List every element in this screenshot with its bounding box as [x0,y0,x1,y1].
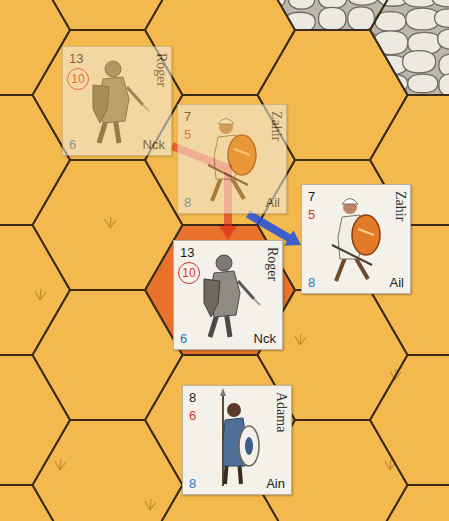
hex-cell [33,290,183,420]
hex-cell [370,355,449,485]
runner-figure [208,119,256,202]
unit-name: Roger [265,247,280,281]
defence-value: 5 [184,127,191,142]
hex-cell [370,0,449,95]
attack-value: 7 [308,189,315,204]
unit-type: Ail [266,195,280,210]
arrow-shaft [248,214,290,238]
defence-value: 5 [308,207,315,222]
hex-cell [33,420,183,521]
arrow-head [219,226,237,240]
unit-type: Ail [390,275,404,290]
unit-counter: 7 5 8 ZahirAil [177,104,287,214]
spear-figure [220,388,259,486]
movement-value: 6 [180,331,187,346]
hex-cell [33,30,183,160]
rock-terrain [250,0,449,120]
hex-cell [0,355,70,485]
defence-value: 6 [189,408,196,423]
movement-value: 8 [308,275,315,290]
hex-cell [258,30,408,160]
knight-figure [204,255,260,337]
movement-value: 8 [184,195,191,210]
target-hex [145,225,295,355]
hex-cell [0,95,70,225]
attack-value: 13 [180,245,194,260]
defence-value: 10 [67,68,89,90]
hex-cell [370,485,449,521]
hex-cell [0,225,70,355]
arrow-head [284,230,301,246]
movement-value: 8 [189,476,196,491]
unit-counter: 8 6 8 AdamaAin [182,385,292,495]
runner-figure [332,199,380,282]
hex-cell [33,160,183,290]
movement-value: 6 [69,137,76,152]
unit-name: Zahir [393,191,408,221]
attack-value: 13 [69,51,83,66]
unit-name: Roger [154,53,169,87]
unit-counter: 13 10 6 RogerNck [173,240,283,350]
unit-name: Adama [274,392,289,432]
unit-type: Ain [266,476,285,491]
unit-counter: 13 10 6 RogerNck [62,46,172,156]
knight-figure [93,61,149,143]
unit-type: Nck [254,331,276,346]
unit-name: Zahir [269,111,284,141]
attack-value: 7 [184,109,191,124]
attack-value: 8 [189,390,196,405]
unit-type: Nck [143,137,165,152]
unit-counter: 7 5 8 ZahirAil [301,184,411,294]
defence-value: 10 [178,262,200,284]
hex-cell [145,225,295,355]
